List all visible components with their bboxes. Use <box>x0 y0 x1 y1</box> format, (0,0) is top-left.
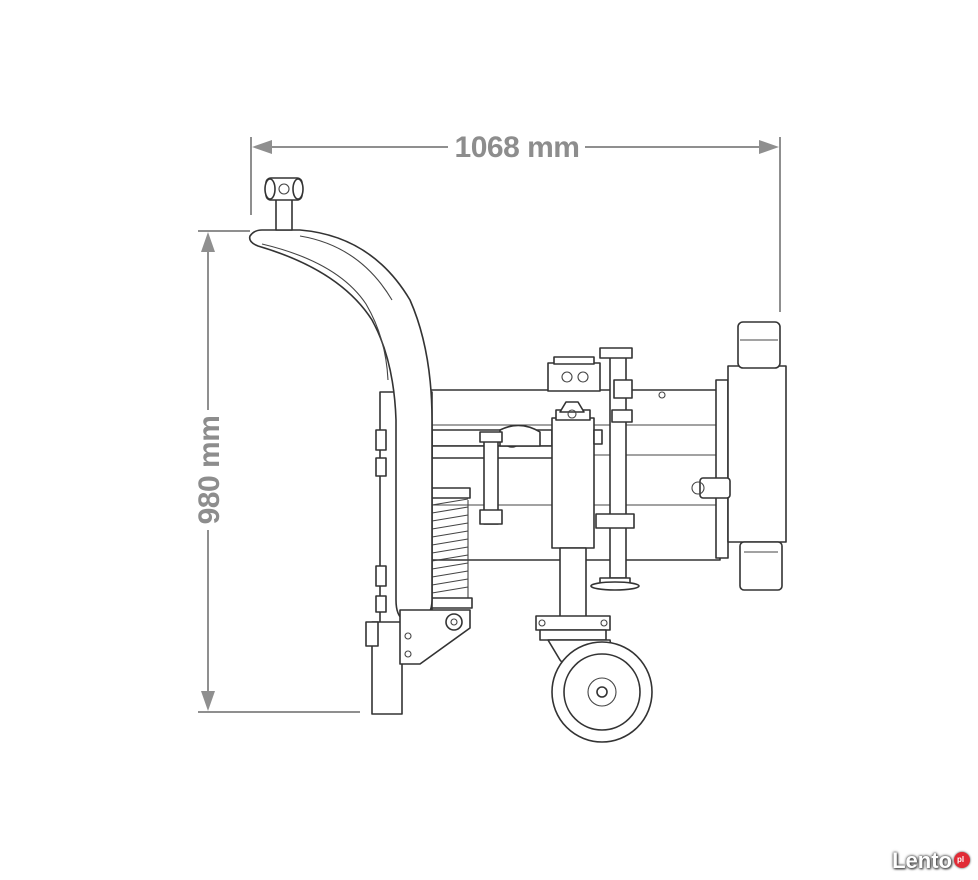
width-dimension: 1068 mm <box>250 131 781 312</box>
hitch-eye <box>264 177 304 231</box>
watermark-dot-icon: pl <box>954 852 970 868</box>
height-label: 980 mm <box>193 416 226 525</box>
machine-side-view <box>248 177 787 743</box>
width-label: 1068 mm <box>455 131 580 164</box>
lento-watermark: Lento pl <box>892 848 970 874</box>
watermark-text: Lento <box>892 848 952 873</box>
height-dimension: 980 mm <box>193 230 360 713</box>
